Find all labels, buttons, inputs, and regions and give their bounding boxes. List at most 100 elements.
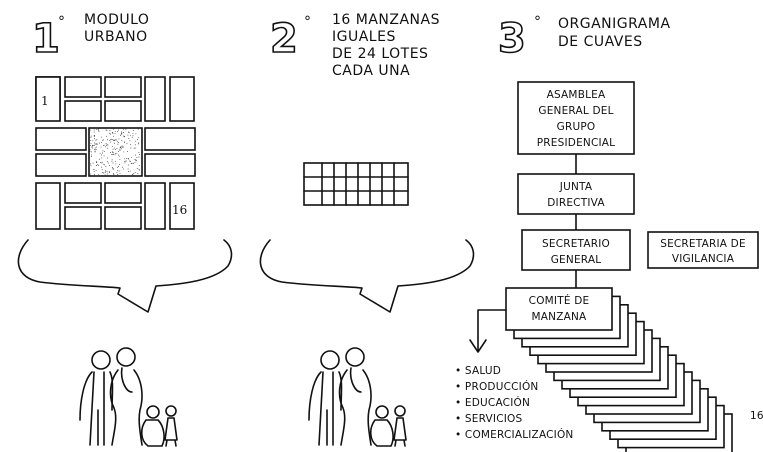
panel-1-number: 1 [32, 16, 60, 62]
stipple-dot [109, 140, 111, 141]
block-lots-grid [303, 162, 409, 206]
stipple-dot [126, 143, 128, 145]
family-figures-2 [308, 347, 407, 447]
stipple-dot [132, 135, 134, 137]
stipple-dot [96, 161, 98, 163]
stipple-dot [112, 162, 114, 164]
stipple-dot [129, 161, 131, 163]
stipple-dot [89, 150, 91, 152]
block [104, 182, 142, 204]
stipple-dot [98, 130, 100, 132]
stipple-dot [129, 160, 131, 162]
stipple-dot [94, 147, 96, 149]
panel-1-heading: 1 ° MODULO URBANO [31, 12, 149, 63]
stipple-dot [114, 160, 116, 162]
stipple-dot [129, 134, 131, 136]
stipple-dot [119, 148, 121, 150]
stipple-dot [96, 129, 98, 131]
board-box [517, 173, 635, 215]
stipple-dot [96, 161, 98, 163]
block [144, 182, 166, 230]
stipple-dot [124, 158, 126, 160]
stipple-dot [109, 141, 111, 143]
stipple-dot [89, 163, 91, 165]
stipple-dot [124, 162, 126, 164]
stipple-dot [94, 142, 95, 144]
committee-line-2: MANZANA [532, 311, 588, 323]
stipple-dot [109, 130, 111, 131]
stipple-dot [136, 157, 138, 158]
stipple-dot [117, 129, 119, 131]
stipple-dot [97, 164, 99, 166]
stipple-dot [90, 136, 92, 138]
stipple-dot [104, 164, 105, 166]
stipple-dot [116, 166, 118, 168]
stipple-dot [105, 166, 107, 168]
stipple-dot [101, 162, 103, 164]
stipple-dot [89, 173, 91, 175]
stipple-dot [130, 163, 132, 164]
stipple-dot [107, 162, 109, 164]
stipple-dot [114, 142, 116, 144]
block [144, 153, 196, 177]
stipple-dot [132, 174, 134, 176]
stipple-dot [120, 134, 122, 135]
stipple-dot [118, 142, 120, 144]
stipple-dot [93, 171, 95, 173]
stipple-dot [98, 165, 100, 167]
stipple-dot [123, 132, 124, 133]
stipple-dot [132, 132, 134, 134]
stipple-dot [95, 139, 97, 141]
block [144, 76, 166, 122]
stipple-dot [120, 148, 122, 150]
stipple-dot [94, 174, 96, 176]
assembly-line-2: GENERAL DEL [538, 105, 613, 117]
stipple-dot [123, 142, 125, 144]
stipple-dot [101, 172, 103, 174]
stipple-dot [92, 162, 94, 164]
assembly-line-3: GRUPO [557, 121, 596, 133]
stipple-dot [98, 158, 100, 160]
stipple-dot [138, 168, 140, 170]
stipple-dot [139, 154, 141, 155]
stipple-dot [114, 130, 116, 132]
stipple-dot [101, 169, 103, 171]
stipple-dot [101, 142, 103, 144]
stipple-dot [113, 147, 115, 149]
lots [303, 162, 409, 206]
stipple-dot [97, 143, 98, 145]
stipple-dot [112, 132, 113, 134]
panel-1-degree: ° [58, 14, 65, 30]
stipple-dot [94, 151, 96, 153]
panel-2-heading: 2 ° 16 MANZANAS IGUALES DE 24 LOTES CADA… [269, 12, 439, 79]
stipple-dot [128, 131, 130, 133]
stipple-dot [121, 146, 123, 148]
stipple-dot [111, 159, 113, 161]
block [104, 100, 142, 122]
stipple-dot [130, 144, 132, 146]
stipple-dot [118, 138, 120, 140]
stipple-dot [93, 136, 95, 137]
stipple-dot [90, 164, 92, 166]
stipple-dot [127, 134, 129, 136]
block [169, 76, 195, 122]
stipple-dot [119, 147, 121, 149]
stipple-dot [101, 161, 103, 163]
stipple-dot [134, 172, 136, 174]
block [64, 206, 102, 230]
stipple-dot [138, 156, 140, 158]
stipple-dot [111, 151, 113, 153]
stipple-dot [127, 168, 129, 170]
stipple-dot [93, 129, 95, 131]
stipple-dot [135, 154, 137, 156]
stipple-dot [137, 173, 139, 175]
stipple-dot [106, 143, 108, 145]
stipple-dot [134, 161, 136, 163]
block [35, 153, 87, 177]
stipple-dot [125, 129, 127, 131]
stipple-dot [102, 150, 104, 152]
secretary-general-line-1: SECRETARIO [542, 238, 610, 250]
stipple-dot [121, 139, 123, 141]
stipple-dot [117, 130, 119, 132]
stipple-dot [116, 152, 118, 154]
